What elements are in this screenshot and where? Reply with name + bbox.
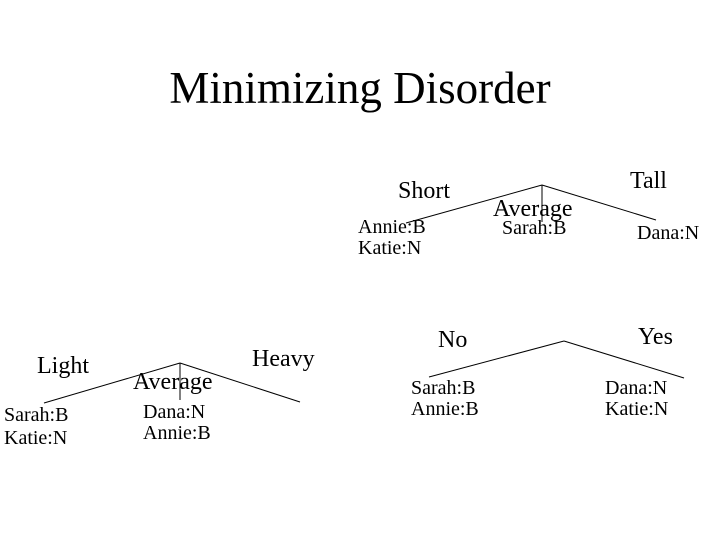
weight-tree-leaf-average: Dana:N Annie:B (143, 402, 211, 444)
leaf-line: Sarah:B (502, 217, 567, 239)
height-tree-branch-short: Short (398, 178, 451, 204)
height-tree-leaf-tall: Dana:N (637, 223, 699, 244)
binary-tree-branch-yes: Yes (638, 324, 673, 350)
leaf-line: Annie:B (358, 216, 426, 238)
weight-tree-lines (43, 362, 301, 404)
slide-title: Minimizing Disorder (169, 63, 551, 113)
leaf-line: Katie:N (605, 398, 669, 420)
leaf-line: Dana:N (637, 222, 700, 244)
binary-tree-leaf-no: Sarah:B Annie:B (411, 378, 479, 420)
binary-tree-branch-no: No (438, 327, 468, 353)
binary-tree-leaf-yes: Dana:N Katie:N (605, 378, 668, 420)
binary-tree-lines (428, 340, 685, 379)
height-tree-leaf-average: Sarah:B (502, 218, 566, 239)
weight-tree-branch-heavy: Heavy (252, 346, 315, 372)
height-tree-branch-average: Average (493, 196, 573, 222)
weight-tree-leaf-light: Sarah:B Katie:N (4, 405, 68, 451)
weight-tree-branch-light: Light (37, 353, 89, 379)
weight-tree-branch-average: Average (133, 369, 213, 395)
leaf-line: Dana:N (605, 377, 668, 399)
leaf-line: Katie:N (358, 237, 422, 259)
leaf-line: Annie:B (143, 422, 211, 444)
leaf-line: Annie:B (411, 398, 479, 420)
leaf-line: Sarah:B (411, 377, 476, 399)
leaf-line: Dana:N (143, 401, 206, 423)
leaf-line: Sarah:B (4, 404, 69, 426)
height-tree-leaf-short: Annie:B Katie:N (358, 217, 426, 259)
leaf-line: Katie:N (4, 427, 68, 449)
height-tree-branch-tall: Tall (630, 168, 667, 194)
height-tree-lines (405, 184, 657, 224)
